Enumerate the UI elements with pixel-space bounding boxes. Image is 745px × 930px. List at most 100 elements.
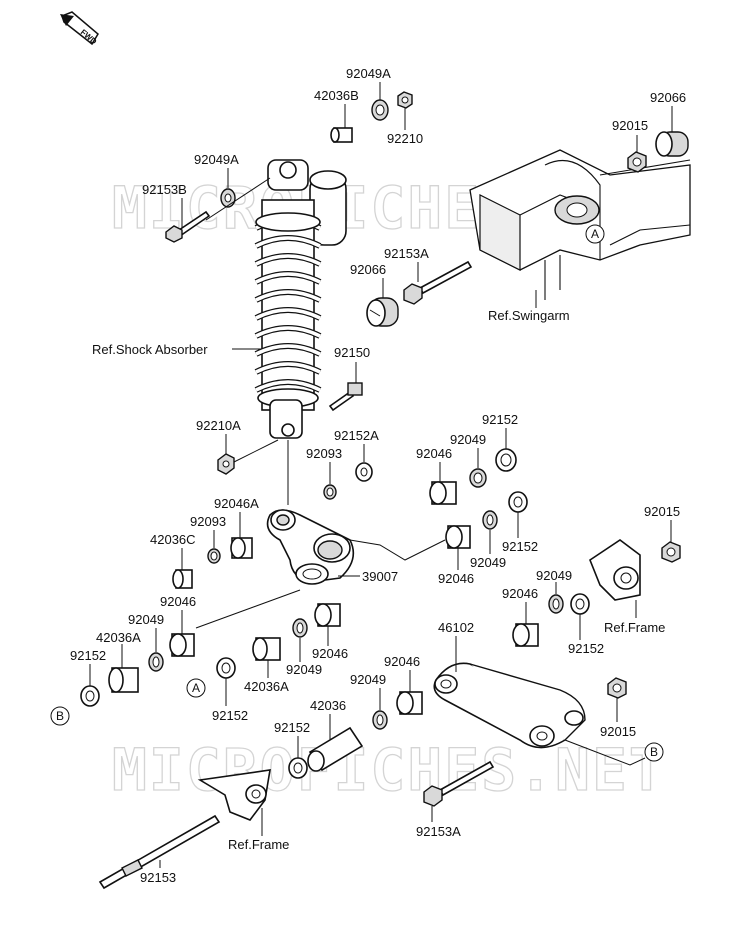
label-92153B: 92153B [142,182,187,197]
label-92152-a: 92152 [482,412,518,427]
marker-b-right: B [650,745,658,759]
washer-92152-mid [216,657,236,679]
label-92153A-low: 92153A [416,824,461,839]
seal-92049-c [548,594,564,614]
bearing-92046A [230,537,253,559]
washer-92049A-top [371,99,389,121]
label-92210A: 92210A [196,418,241,433]
washer-92152A [355,462,373,482]
label-92015-low: 92015 [600,724,636,739]
marker-a-mid: A [192,681,200,695]
label-42036A-left: 42036A [96,630,141,645]
bolt-92153 [98,814,221,890]
label-92046-left: 92046 [160,594,196,609]
frame-bracket-right [589,539,641,601]
label-92049-c: 92049 [536,568,572,583]
label-46102: 46102 [438,620,474,635]
cap-92066-top [655,131,689,157]
seal-92049-left [148,652,164,672]
label-92152-b: 92152 [502,539,538,554]
nut-92015-low [607,677,627,699]
label-92153: 92153 [140,870,176,885]
marker-b-left: B [56,709,64,723]
seal-92049-low [372,710,388,730]
label-92066-mid: 92066 [350,262,386,277]
label-92152-left: 92152 [70,648,106,663]
washer-92152-b [508,491,528,513]
shock-absorber-ref-drawing [254,159,347,439]
seal-92049-a [469,468,487,488]
label-92049-low: 92049 [350,672,386,687]
label-39007: 39007 [362,569,398,584]
label-ref-frame-low: Ref.Frame [228,837,289,852]
label-92152A: 92152A [334,428,379,443]
label-ref-shock-absorber: Ref.Shock Absorber [92,342,208,357]
nut-92210-top [397,91,413,109]
bearing-92046-a [429,481,457,505]
collar-42036A-mid [252,637,281,661]
label-42036: 42036 [310,698,346,713]
bearing-92046-low [396,691,423,715]
label-92015-right: 92015 [644,504,680,519]
bearing-92046-left [169,633,195,657]
cap-92066-mid [366,297,399,327]
label-92046A: 92046A [214,496,259,511]
label-42036C: 42036C [150,532,196,547]
nut-92015-right [661,541,681,563]
bolt-92153B [165,210,211,243]
label-92152-c: 92152 [568,641,604,656]
fwd-arrow-icon: FWD [60,11,99,47]
fwd-label: FWD [79,28,99,47]
bolt-92150 [328,382,363,412]
washer-92049A-left [220,188,236,208]
rocker-arm-39007 [266,509,355,585]
seal-92049-mid [292,618,308,638]
washer-92152-a [495,448,517,472]
bearing-92046-mid [314,603,341,627]
bolt-92153A-low [423,760,495,807]
label-92152-mid: 92152 [212,708,248,723]
label-42036B: 42036B [314,88,359,103]
label-92066-top: 92066 [650,90,686,105]
swingarm-ref-drawing [469,149,691,300]
label-92049-left: 92049 [128,612,164,627]
label-92049-a: 92049 [450,432,486,447]
label-92093-b: 92093 [190,514,226,529]
seal-92093-top [323,484,337,500]
label-92046-b: 92046 [438,571,474,586]
label-92049A-left: 92049A [194,152,239,167]
label-92046-a: 92046 [416,446,452,461]
nut-92210A [217,453,235,475]
label-92046-mid: 92046 [312,646,348,661]
washer-92152-c [570,593,590,615]
part-labels: 92049A 42036B 92210 92066 92015 92049A 9… [70,66,686,885]
label-92150: 92150 [334,345,370,360]
label-92210: 92210 [387,131,423,146]
washer-92152-low [288,757,308,779]
label-92152-low: 92152 [274,720,310,735]
label-ref-frame-right: Ref.Frame [604,620,665,635]
leader-lines [89,82,673,868]
label-92093-a: 92093 [306,446,342,461]
collar-42036A-left [108,667,139,693]
label-92153A-top: 92153A [384,246,429,261]
label-92046-c: 92046 [502,586,538,601]
nut-92015-top [627,151,647,173]
washer-92152-left [80,685,100,707]
label-92015-top: 92015 [612,118,648,133]
label-92049A-top: 92049A [346,66,391,81]
label-92049-mid: 92049 [286,662,322,677]
frame-bracket-low [197,769,271,821]
label-42036A-mid: 42036A [244,679,289,694]
collar-42036B [330,127,353,143]
watermark-bottom: MICROFICHES.NET [112,736,666,804]
collar-42036 [307,726,364,772]
bearing-92046-b [445,525,471,549]
bolt-92153A-top [403,260,473,305]
seal-92093-mid [207,548,221,564]
label-92049-b: 92049 [470,555,506,570]
marker-a-top: A [591,227,599,241]
label-ref-swingarm: Ref.Swingarm [488,308,570,323]
label-92046-low: 92046 [384,654,420,669]
